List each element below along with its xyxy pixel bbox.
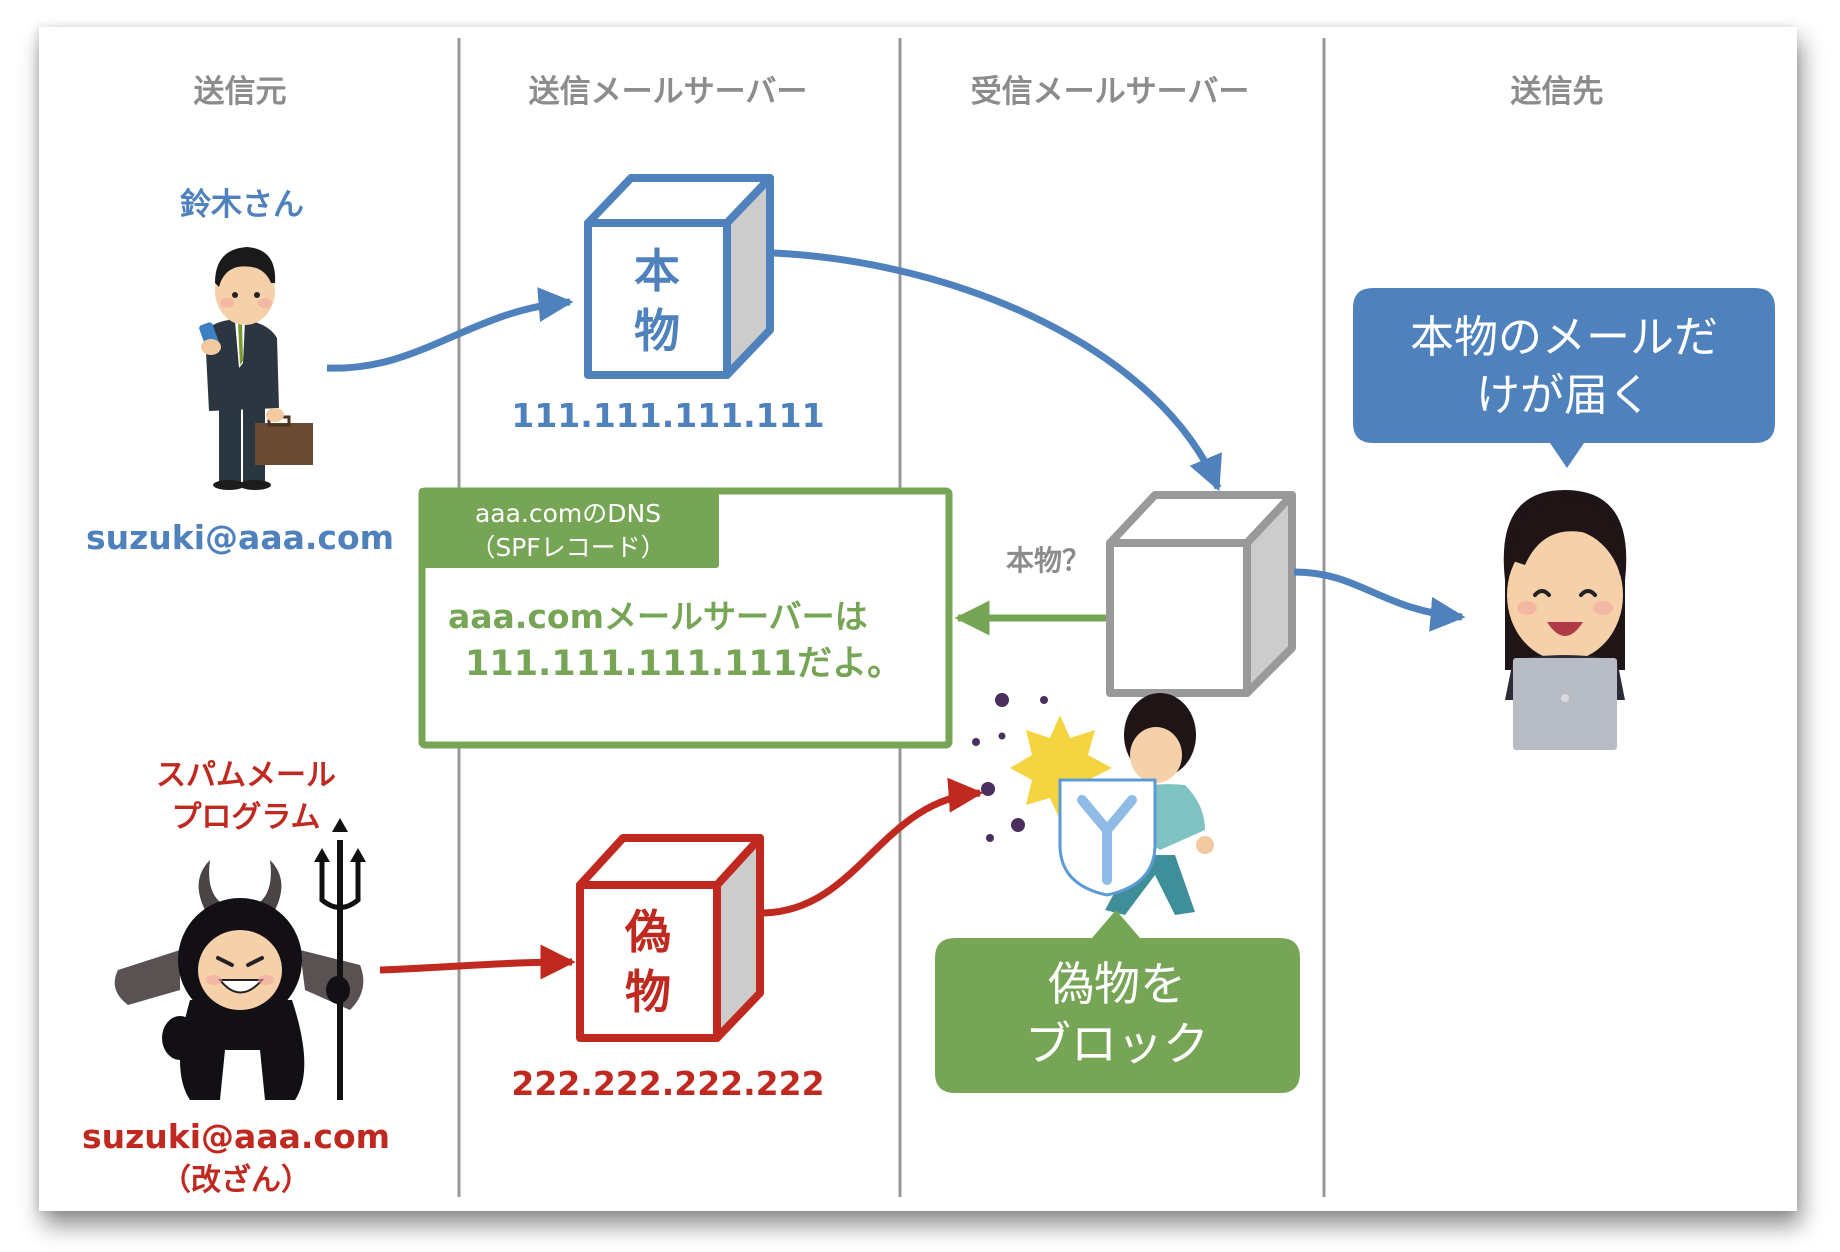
spam-sender-name-line2: プログラム (171, 800, 320, 835)
arrow-sender-to-genuine-server (326, 287, 574, 372)
column-heading-receiving-server: 受信メールサーバー (971, 74, 1250, 110)
genuine-server-label-2: 物 (634, 304, 680, 358)
dns-box-body-line2: 111.111.111.111だよ。 (465, 644, 902, 684)
dns-box-title-line2: （SPFレコード） (470, 533, 665, 562)
dns-box-body-line1: aaa.comメールサーバーは (448, 597, 868, 636)
woman-with-laptop-icon (1503, 490, 1627, 750)
sender-name: 鈴木さん (180, 187, 304, 223)
authenticity-question: 本物？ (1006, 544, 1090, 577)
dns-spf-record-box: aaa.comのDNS （SPFレコード） aaa.comメールサーバーは 11… (418, 487, 953, 749)
receiving-server-cube (1106, 491, 1296, 697)
genuine-server-cube: 本 物 (584, 174, 774, 379)
recipient-callout-line1: 本物のメールだ (1410, 312, 1718, 363)
arrow-spam-to-fake-server (379, 944, 576, 980)
spam-sender-note: （改ざん） (161, 1163, 311, 1198)
devil-icon (114, 818, 366, 1100)
spam-sender-email: suzuki@aaa.com (82, 1117, 390, 1156)
block-callout: 偽物を ブロック (935, 910, 1300, 1093)
arrow-receiving-to-recipient (1293, 568, 1466, 632)
block-callout-line1: 偽物を (1048, 957, 1186, 1011)
genuine-server-ip: 111.111.111.111 (511, 396, 824, 435)
genuine-server-label-1: 本 (634, 244, 680, 298)
shield-guard-icon (972, 693, 1214, 915)
spam-sender-name-line1: スパムメール (156, 758, 336, 793)
column-heading-sender: 送信元 (194, 74, 287, 110)
businessman-with-phone-icon (199, 247, 313, 490)
dns-box-title-line1: aaa.comのDNS (475, 499, 661, 528)
fake-server-label-2: 物 (625, 965, 671, 1019)
fake-server-cube: 偽 物 (576, 834, 764, 1042)
fake-server-label-1: 偽 (624, 905, 671, 959)
column-heading-recipient: 送信先 (1511, 74, 1604, 110)
column-heading-sending-server: 送信メールサーバー (529, 74, 808, 110)
sender-email: suzuki@aaa.com (86, 518, 394, 557)
arrow-genuine-to-receiving-server (773, 249, 1222, 492)
block-callout-line2: ブロック (1025, 1017, 1209, 1071)
fake-server-ip: 222.222.222.222 (511, 1064, 824, 1103)
arrow-fake-to-receiving-server (763, 777, 984, 917)
recipient-callout-line2: けが届く (1476, 370, 1652, 421)
recipient-callout: 本物のメールだ けが届く (1353, 288, 1775, 468)
